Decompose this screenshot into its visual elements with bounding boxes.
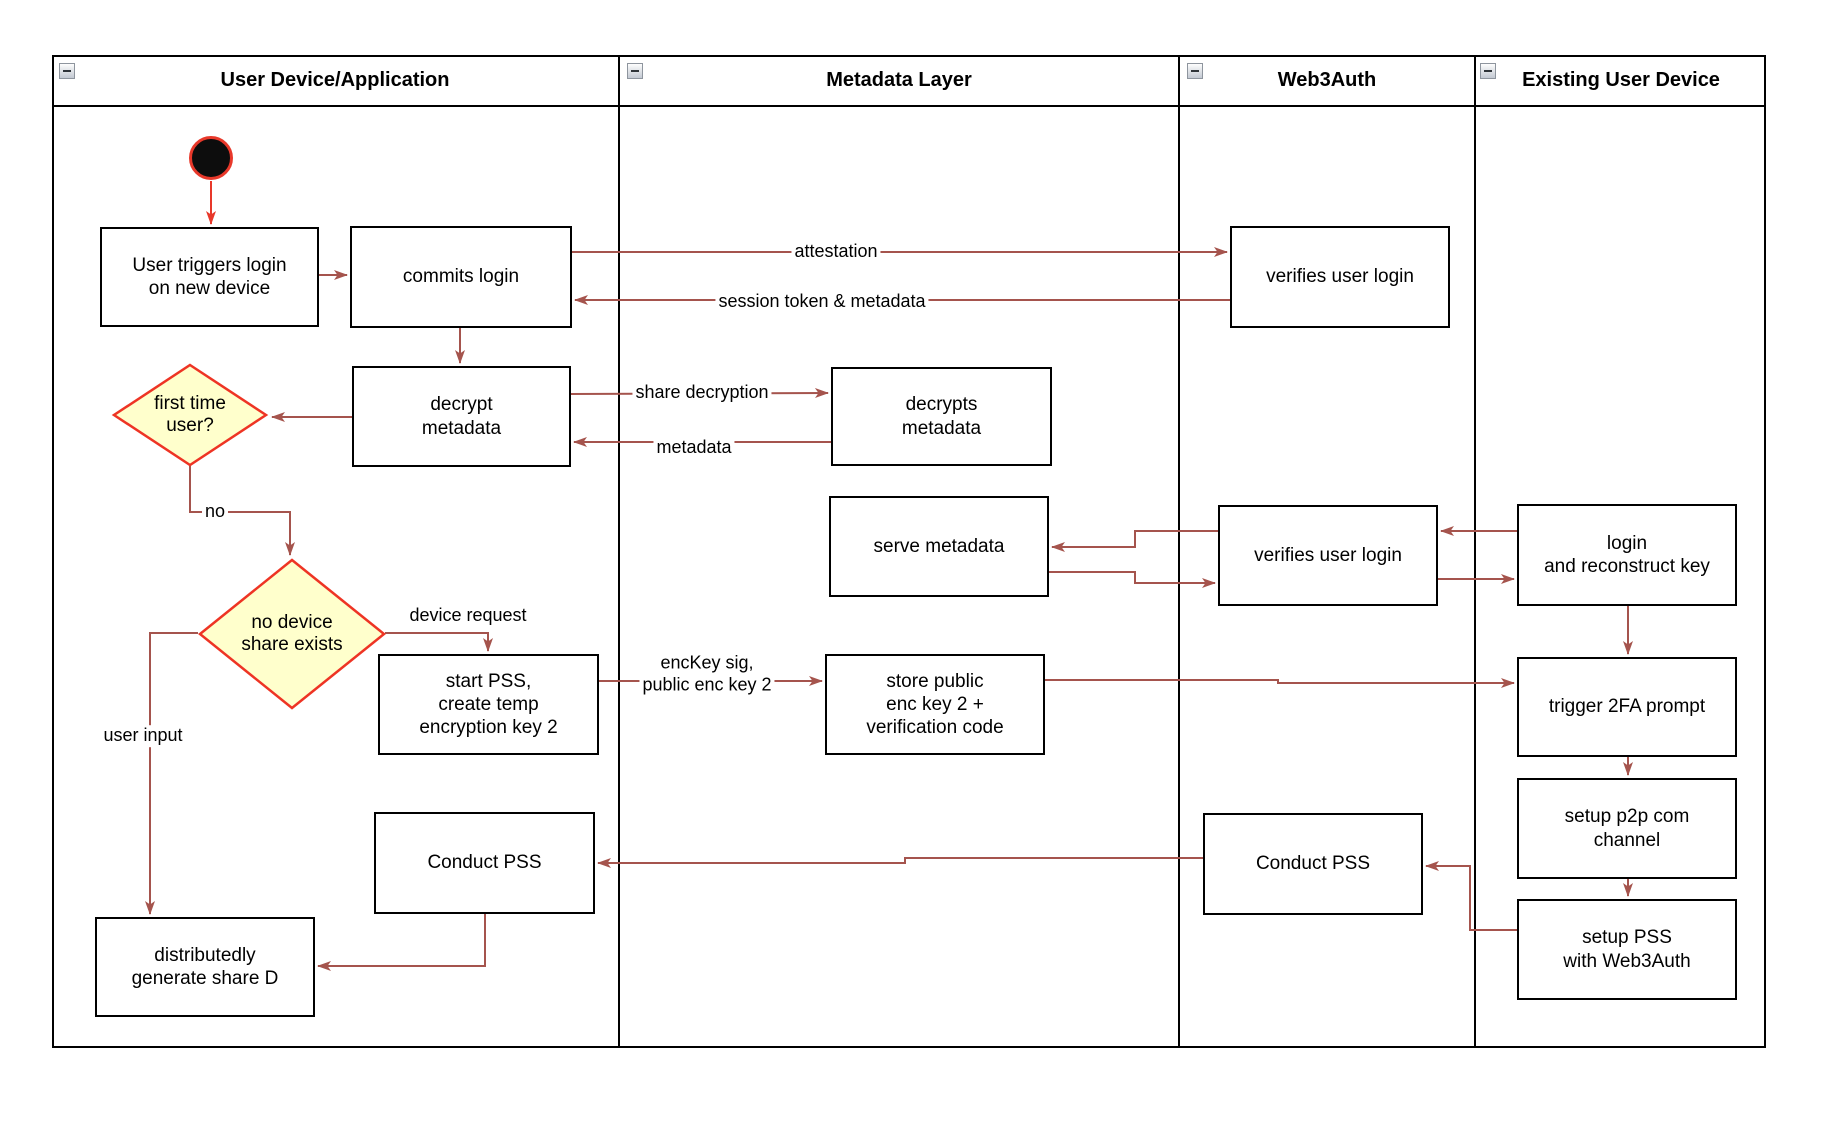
node-decrypt-metadata[interactable]: decrypt metadata [352, 366, 571, 467]
edge-label-session-token: session token & metadata [715, 291, 929, 313]
start-node[interactable] [189, 136, 233, 180]
decision-label: no device share exists [241, 611, 343, 655]
lane-title: Metadata Layer [826, 68, 972, 91]
node-conduct-pss-right[interactable]: Conduct PSS [1203, 813, 1423, 915]
lane-title: Existing User Device [1522, 68, 1720, 91]
lane-header-existing-user-device[interactable]: Existing User Device [1476, 55, 1766, 107]
node-login-and-reconstruct-key[interactable]: login and reconstruct key [1517, 504, 1737, 606]
node-trigger-2fa-prompt[interactable]: trigger 2FA prompt [1517, 657, 1737, 757]
collapse-icon[interactable] [1187, 63, 1203, 79]
edge-label-enckey: encKey sig, public enc key 2 [639, 652, 775, 696]
collapse-icon[interactable] [627, 63, 643, 79]
collapse-icon[interactable] [59, 63, 75, 79]
lane-header-metadata-layer[interactable]: Metadata Layer [620, 55, 1178, 107]
edge-label-metadata: metadata [653, 437, 735, 459]
edge-label-share-decryption: share decryption [632, 382, 772, 404]
decision-first-time-user[interactable]: first time user? [111, 363, 269, 467]
collapse-icon[interactable] [1480, 63, 1496, 79]
node-conduct-pss-left[interactable]: Conduct PSS [374, 812, 595, 914]
node-user-triggers-login[interactable]: User triggers login on new device [100, 227, 319, 327]
node-start-pss[interactable]: start PSS, create temp encryption key 2 [378, 654, 599, 755]
decision-label: first time user? [154, 392, 226, 436]
node-setup-pss-web3auth[interactable]: setup PSS with Web3Auth [1517, 899, 1737, 1000]
node-commits-login[interactable]: commits login [350, 226, 572, 328]
edge-label-attestation: attestation [791, 241, 881, 263]
node-verifies-user-login-1[interactable]: verifies user login [1230, 226, 1450, 328]
lane-header-user-device[interactable]: User Device/Application [52, 55, 618, 107]
edge-label-user-input: user input [100, 725, 186, 747]
node-serve-metadata[interactable]: serve metadata [829, 496, 1049, 597]
node-setup-p2p-channel[interactable]: setup p2p com channel [1517, 778, 1737, 879]
edge-label-no: no [201, 501, 229, 523]
lane-title: User Device/Application [220, 68, 450, 91]
lane-header-web3auth[interactable]: Web3Auth [1180, 55, 1474, 107]
node-verifies-user-login-2[interactable]: verifies user login [1218, 505, 1438, 606]
lane-title: Web3Auth [1277, 68, 1377, 91]
edge-label-device-request: device request [406, 605, 530, 627]
node-distributedly-generate-share-d[interactable]: distributedly generate share D [95, 917, 315, 1017]
decision-no-device-share[interactable]: no device share exists [198, 558, 386, 710]
node-store-public-enc-key[interactable]: store public enc key 2 + verification co… [825, 654, 1045, 755]
node-decrypts-metadata[interactable]: decrypts metadata [831, 367, 1052, 466]
